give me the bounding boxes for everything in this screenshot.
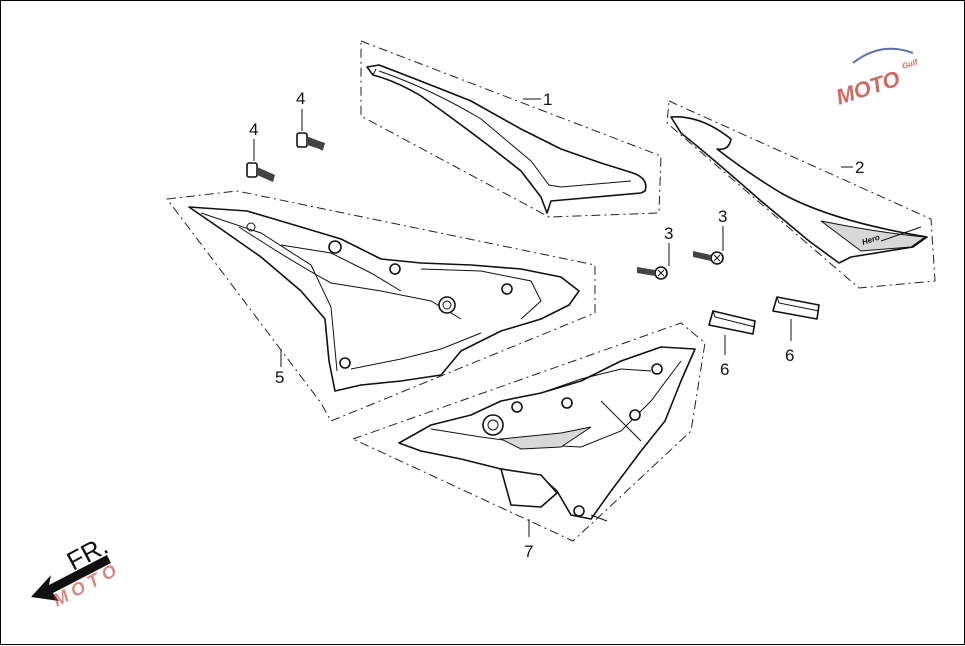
screw-4-lower <box>246 162 275 182</box>
callout-3b: 3 <box>718 207 727 226</box>
callout-3a: 3 <box>664 224 673 243</box>
pad-6-left <box>708 310 756 335</box>
screw-3-right <box>693 251 724 265</box>
part-7-lower-panel <box>351 322 706 542</box>
watermark-text: MOTO <box>833 66 903 110</box>
callout-4-upper: 4 <box>296 89 305 108</box>
callout-2: 2 <box>855 158 864 177</box>
callout-1: 1 <box>543 90 552 109</box>
callout-6a: 6 <box>720 360 729 379</box>
watermark-subtext: Gulf <box>901 57 920 71</box>
pad-6-right <box>772 296 820 320</box>
screw-3-left <box>637 266 668 280</box>
part-1-seat-trim <box>360 40 662 218</box>
callout-6b: 6 <box>785 346 794 365</box>
callout-5: 5 <box>275 368 284 387</box>
callout-7: 7 <box>524 542 533 561</box>
callout-4-lower: 4 <box>249 120 258 139</box>
watermark-logo: MOTO Gulf <box>833 47 920 110</box>
screw-4-upper <box>296 132 326 151</box>
part-5-left-panel <box>166 190 596 422</box>
part-2-side-cover: Hero <box>666 100 936 289</box>
